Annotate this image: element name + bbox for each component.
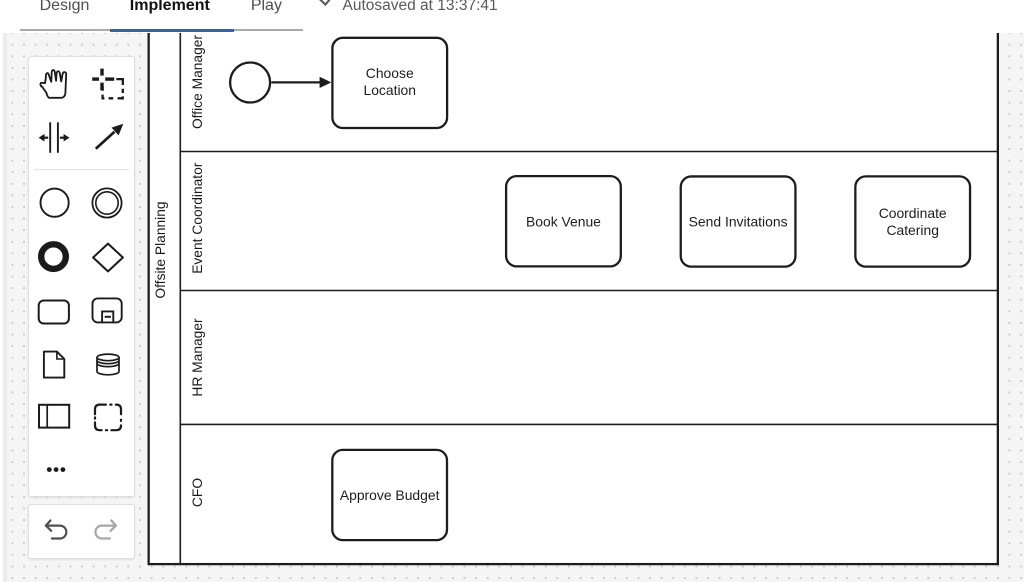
svg-text:Office Manager: Office Manager xyxy=(190,35,205,129)
svg-text:Book Venue: Book Venue xyxy=(526,213,601,229)
svg-text:Event Coordinator: Event Coordinator xyxy=(190,162,205,274)
svg-text:Coordinate: Coordinate xyxy=(879,205,947,221)
svg-text:CFO: CFO xyxy=(190,478,205,507)
svg-text:Approve Budget: Approve Budget xyxy=(340,487,440,503)
svg-text:Choose: Choose xyxy=(366,65,414,81)
svg-text:HR Manager: HR Manager xyxy=(190,318,205,397)
svg-text:Offsite Planning: Offsite Planning xyxy=(153,201,168,298)
svg-text:Catering: Catering xyxy=(886,222,939,238)
svg-text:Location: Location xyxy=(363,82,416,98)
svg-text:Send Invitations: Send Invitations xyxy=(689,214,788,230)
